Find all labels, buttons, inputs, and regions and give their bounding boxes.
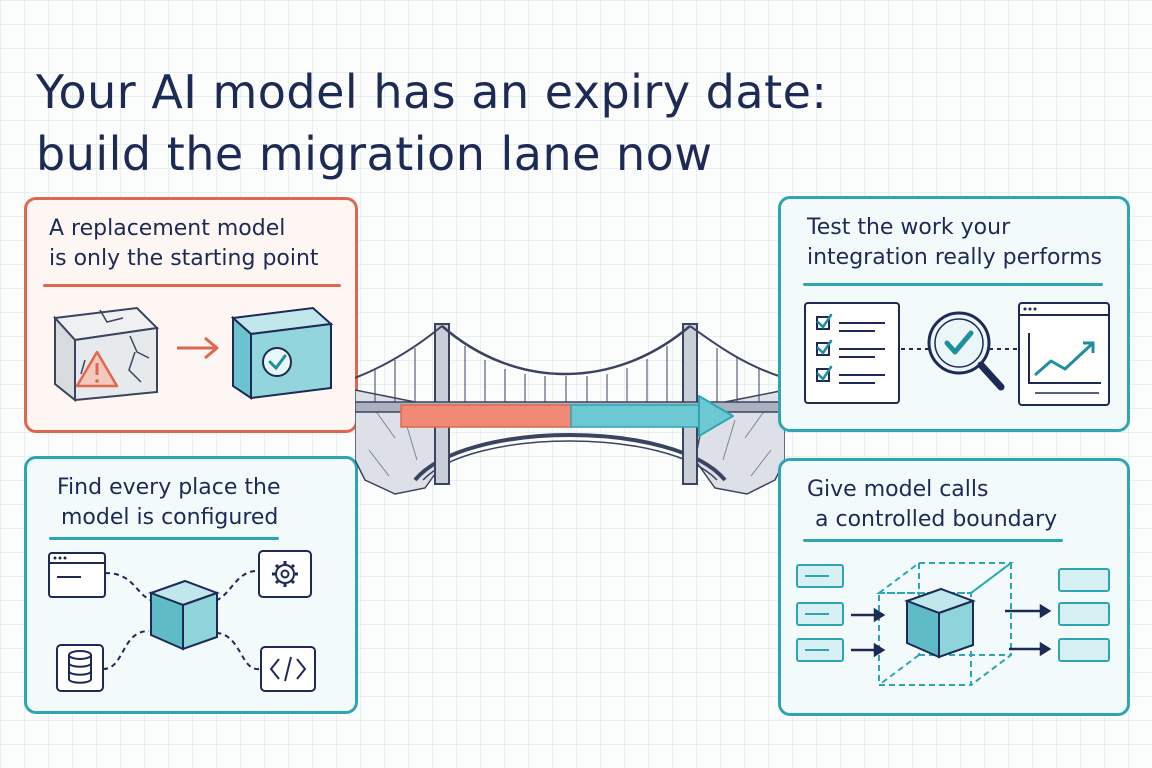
panel-replacement-line-2: is only the starting point <box>49 246 319 271</box>
panel-test-underline <box>803 283 1103 286</box>
model-cube-icon <box>148 579 220 651</box>
chart-window-icon <box>1018 302 1110 406</box>
cables <box>355 325 785 402</box>
boundary-illustration <box>796 561 1110 686</box>
replacement-illustration <box>52 306 334 403</box>
panel-replacement-line-1: A replacement model <box>49 216 286 241</box>
panel-find-underline <box>49 537 279 540</box>
panel-boundary-line-1: Give model calls <box>807 477 989 502</box>
panel-replacement-heading: A replacement model is only the starting… <box>49 214 341 274</box>
database-icon <box>56 644 104 692</box>
check-cube-icon <box>230 306 334 400</box>
panel-find-line-2: model is configured <box>61 505 279 530</box>
panel-boundary-line-2: a controlled boundary <box>815 507 1058 532</box>
migration-lane-arrow <box>400 395 734 437</box>
panel-find-line-1: Find every place the <box>57 475 281 500</box>
find-illustration <box>48 550 316 692</box>
bridge-icon <box>355 323 785 495</box>
panel-boundary-underline <box>803 539 1063 542</box>
output-blocks <box>1058 568 1110 662</box>
panel-replacement-underline <box>43 284 341 287</box>
magnifier-check-icon <box>927 311 1005 391</box>
flow-arrows <box>851 603 1052 658</box>
arrow-right-icon <box>177 336 219 360</box>
test-illustration <box>804 302 1110 406</box>
title-line-2: build the migration lane now <box>36 126 713 181</box>
title-line-1: Your AI model has an expiry date: <box>36 64 828 119</box>
browser-window-icon <box>48 552 106 598</box>
checklist-icon <box>804 302 900 404</box>
panel-test-line-1: Test the work your <box>807 215 1011 240</box>
panel-test-heading: Test the work your integration really pe… <box>807 213 1113 273</box>
gear-icon <box>258 550 312 598</box>
panel-test-line-2: integration really performs <box>807 245 1102 270</box>
model-cube-icon <box>904 587 976 659</box>
panel-replacement-model: A replacement model is only the starting… <box>24 197 358 433</box>
panel-find-config: Find every place the model is configured <box>24 456 358 714</box>
panel-find-heading: Find every place the model is configured <box>57 473 341 533</box>
panel-boundary-heading: Give model calls a controlled boundary <box>807 475 1113 535</box>
warning-icon <box>75 350 119 388</box>
page-title: Your AI model has an expiry date: build … <box>36 61 1036 185</box>
panel-test-work: Test the work your integration really pe… <box>778 196 1130 432</box>
code-icon <box>260 646 316 692</box>
panel-controlled-boundary: Give model calls a controlled boundary <box>778 458 1130 716</box>
arch <box>413 433 727 482</box>
